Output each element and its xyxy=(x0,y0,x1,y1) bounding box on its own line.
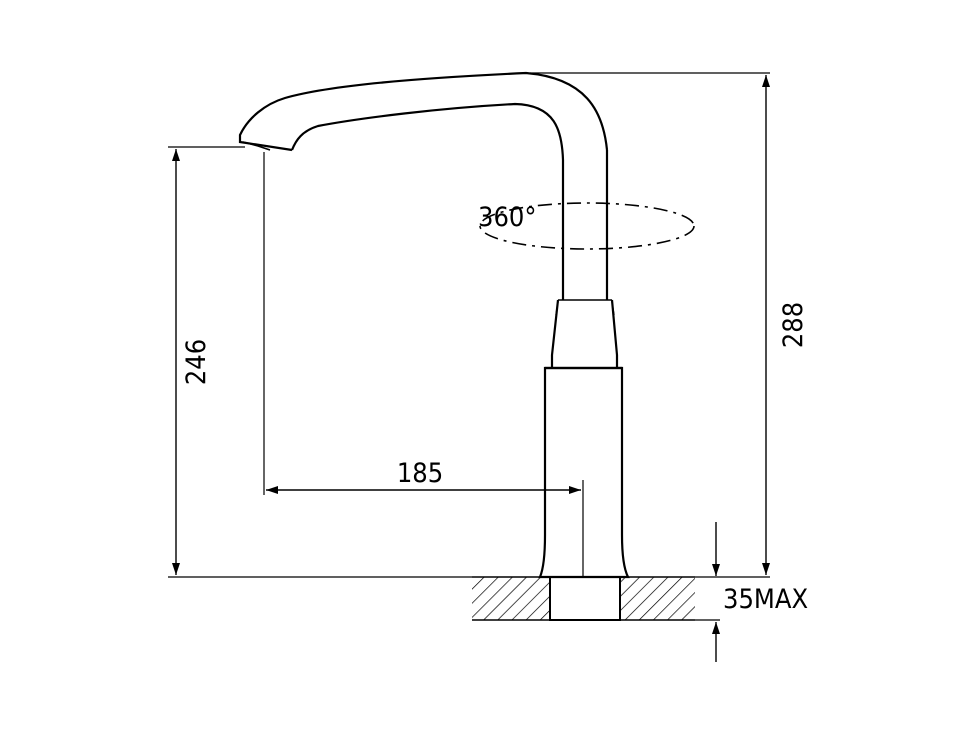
rotation-label: 360° xyxy=(478,202,537,233)
dimension-total-height: 288 xyxy=(530,72,809,578)
dimension-deck-thickness: 35MAX xyxy=(695,522,808,662)
outlet-height-label: 246 xyxy=(181,339,212,385)
dimension-spout-reach: 185 xyxy=(263,152,584,577)
dimension-outlet-height: 246 xyxy=(168,146,472,578)
countertop-section xyxy=(472,576,695,621)
faucet-body xyxy=(238,71,630,579)
total-height-label: 288 xyxy=(778,302,809,348)
rotation-indicator: 360° xyxy=(478,202,695,250)
deck-thickness-label: 35MAX xyxy=(723,584,808,615)
spout-reach-label: 185 xyxy=(397,458,443,489)
